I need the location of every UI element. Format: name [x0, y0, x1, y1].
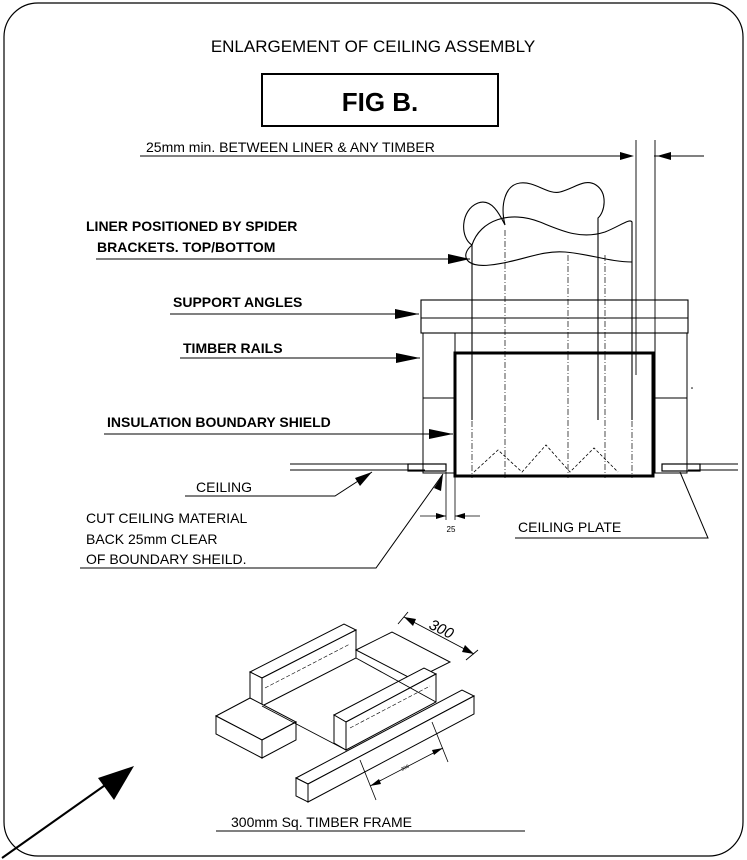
dim-small-arrow-2: [432, 748, 443, 755]
ceiling-plate-right: [661, 463, 701, 472]
insulation-zigzag: [473, 444, 619, 473]
sheet-border: [3, 2, 744, 857]
dim300-ext-2: [465, 649, 479, 661]
frame-hidden-line-2: [349, 685, 431, 729]
frame-floor-edge: [261, 705, 347, 751]
flue-liner-fold: [465, 244, 633, 266]
label-ceiling: CEILING: [196, 479, 252, 495]
drawing-title: ENLARGEMENT OF CEILING ASSEMBLY: [211, 37, 535, 56]
arrow-liner: [448, 254, 470, 264]
arrow-insulation-shield: [429, 429, 453, 439]
mark-dot: [691, 387, 693, 389]
ceiling-plate-left: [407, 463, 447, 472]
support-angles: [420, 299, 689, 334]
timber-frame-iso: [214, 623, 476, 803]
pointer-arrow-shaft: [1, 775, 119, 859]
figure-label-box: [261, 73, 499, 127]
gap-arrow-left: [436, 513, 446, 519]
frame-caption: 300mm Sq. TIMBER FRAME: [231, 814, 412, 830]
dim300-ext-1: [397, 611, 409, 625]
timber-rail-right: [654, 332, 688, 474]
dim300-arrow-2: [462, 645, 474, 654]
label-ceiling-plate: CEILING PLATE: [518, 519, 621, 535]
arrow-ceiling: [355, 472, 372, 486]
leader-ceiling-plate: [515, 471, 709, 539]
label-liner-1: LINER POSITIONED BY SPIDER: [86, 218, 297, 234]
frame-floor-edge-back: [355, 657, 437, 703]
label-timber-rails: TIMBER RAILS: [183, 340, 283, 356]
dim-small-line: [369, 747, 444, 787]
frame-cross-far: [354, 631, 452, 681]
label-cut-2: BACK 25mm CLEAR: [86, 531, 217, 547]
dim-small-arrow-1: [370, 779, 381, 786]
dim300-line: [403, 616, 475, 655]
figure-label: FIG B.: [342, 87, 419, 117]
gap-dimension: 25: [447, 525, 456, 534]
arrow-cut: [434, 474, 443, 491]
flue-liner-outer: [471, 216, 633, 420]
gap-arrow-right: [455, 513, 465, 519]
label-cut-1: CUT CEILING MATERIAL: [86, 510, 248, 526]
flue-liner-upper: [463, 182, 605, 420]
label-support-angles: SUPPORT ANGLES: [173, 294, 302, 310]
dim300-arrow-1: [404, 617, 416, 626]
clearance-arrow-right: [657, 152, 671, 160]
insulation-boundary-shield: [453, 351, 655, 478]
frame-dimension-small: 300: [400, 764, 410, 773]
frame-rail-left-side: [261, 721, 297, 759]
dim-small-ext-1: [359, 759, 377, 801]
clearance-note: 25mm min. BETWEEN LINER & ANY TIMBER: [146, 139, 435, 155]
pointer-arrow-head: [98, 766, 134, 800]
label-cut-3: OF BOUNDARY SHEILD.: [86, 551, 247, 567]
label-liner-2: BRACKETS. TOP/BOTTOM: [97, 239, 275, 255]
label-insulation-shield: INSULATION BOUNDARY SHIELD: [107, 414, 331, 430]
frame-dimension: 300: [426, 616, 457, 643]
timber-rail-left: [422, 332, 456, 474]
arrow-support-angles: [395, 309, 419, 319]
dim-small-ext-2: [431, 721, 449, 763]
leader-cut: [80, 473, 444, 569]
clearance-arrow-left: [620, 152, 634, 160]
arrow-timber-rails: [396, 353, 420, 363]
frame-hidden-line-1: [264, 643, 351, 689]
